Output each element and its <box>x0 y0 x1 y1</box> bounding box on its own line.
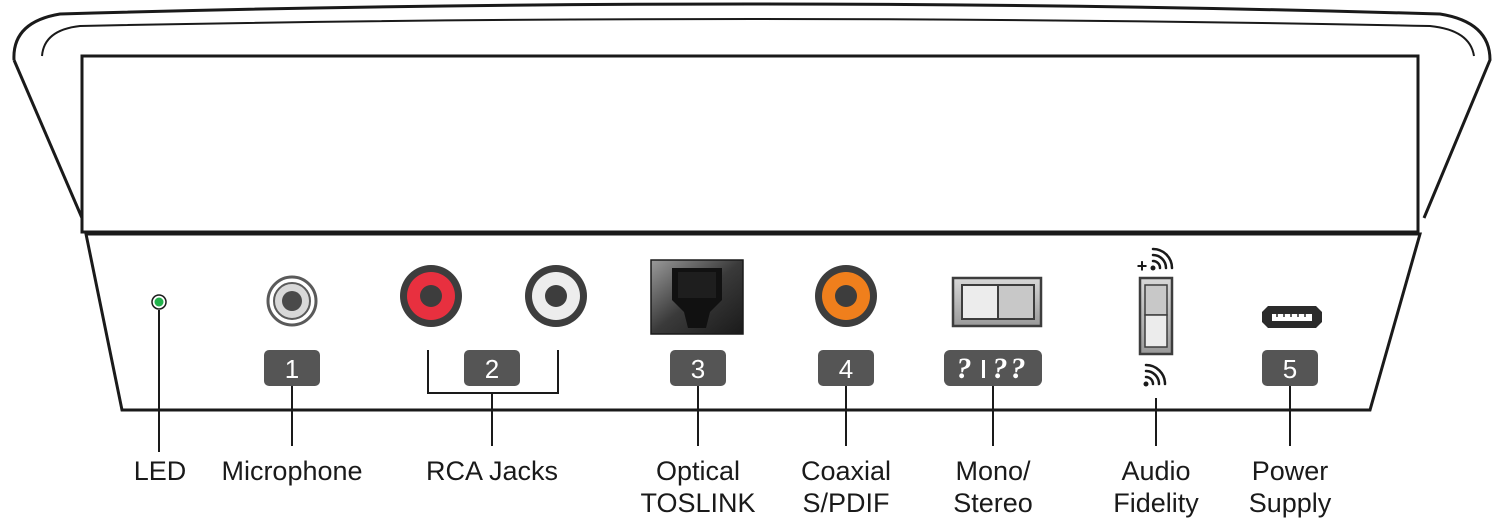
fidelity-plus-sign: + <box>1137 256 1148 276</box>
micro-usb-port-icon <box>1262 306 1322 328</box>
label-coaxial-line2: S/PDIF <box>802 488 889 518</box>
badge-3: 3 <box>670 350 726 386</box>
svg-text:?: ? <box>957 352 972 385</box>
rca-jack-right <box>525 265 587 327</box>
svg-text:?: ? <box>993 352 1008 385</box>
label-power-line1: Power <box>1252 456 1329 486</box>
audio-fidelity-switch <box>1138 276 1174 356</box>
device-shell-outline <box>12 2 1492 219</box>
label-microphone: Microphone <box>221 456 362 486</box>
label-fidelity-line2: Fidelity <box>1113 488 1199 518</box>
badge-4: 4 <box>818 350 874 386</box>
label-fidelity-line1: Audio <box>1121 456 1190 486</box>
label-led: LED <box>134 456 187 486</box>
badge-4-number: 4 <box>839 354 853 384</box>
badge-1-number: 1 <box>285 354 299 384</box>
ear-mono-stereo-icon: ? ? ? <box>944 350 1042 386</box>
coaxial-jack <box>815 265 877 327</box>
badge-5-number: 5 <box>1283 354 1297 384</box>
badge-1: 1 <box>264 350 320 386</box>
label-power-line2: Supply <box>1249 488 1332 518</box>
device-shell-left <box>12 59 84 219</box>
signal-waves-low-icon <box>1143 363 1167 387</box>
badge-2-number: 2 <box>485 354 499 384</box>
label-rca-jacks: RCA Jacks <box>426 456 558 486</box>
label-optical-line1: Optical <box>656 456 740 486</box>
badge-3-number: 3 <box>691 354 705 384</box>
label-optical-line2: TOSLINK <box>640 488 755 518</box>
badge-5: 5 <box>1262 350 1318 386</box>
leader-lines <box>158 310 1291 452</box>
label-coaxial-line1: Coaxial <box>801 456 891 486</box>
optical-port <box>650 259 744 335</box>
label-mono-stereo-line2: Stereo <box>953 488 1033 518</box>
rca-jack-left <box>400 265 462 327</box>
microphone-jack <box>266 275 318 327</box>
mono-stereo-switch <box>951 276 1043 328</box>
label-mono-stereo-line1: Mono/ <box>955 456 1031 486</box>
device-inner-edge <box>41 18 1475 57</box>
signal-waves-icon <box>1150 247 1174 271</box>
device-top-panel <box>80 54 1420 234</box>
led-light <box>154 297 164 307</box>
device-body <box>12 2 1492 412</box>
led-indicator <box>151 294 167 310</box>
svg-text:?: ? <box>1011 352 1026 385</box>
badge-2: 2 <box>464 350 520 386</box>
